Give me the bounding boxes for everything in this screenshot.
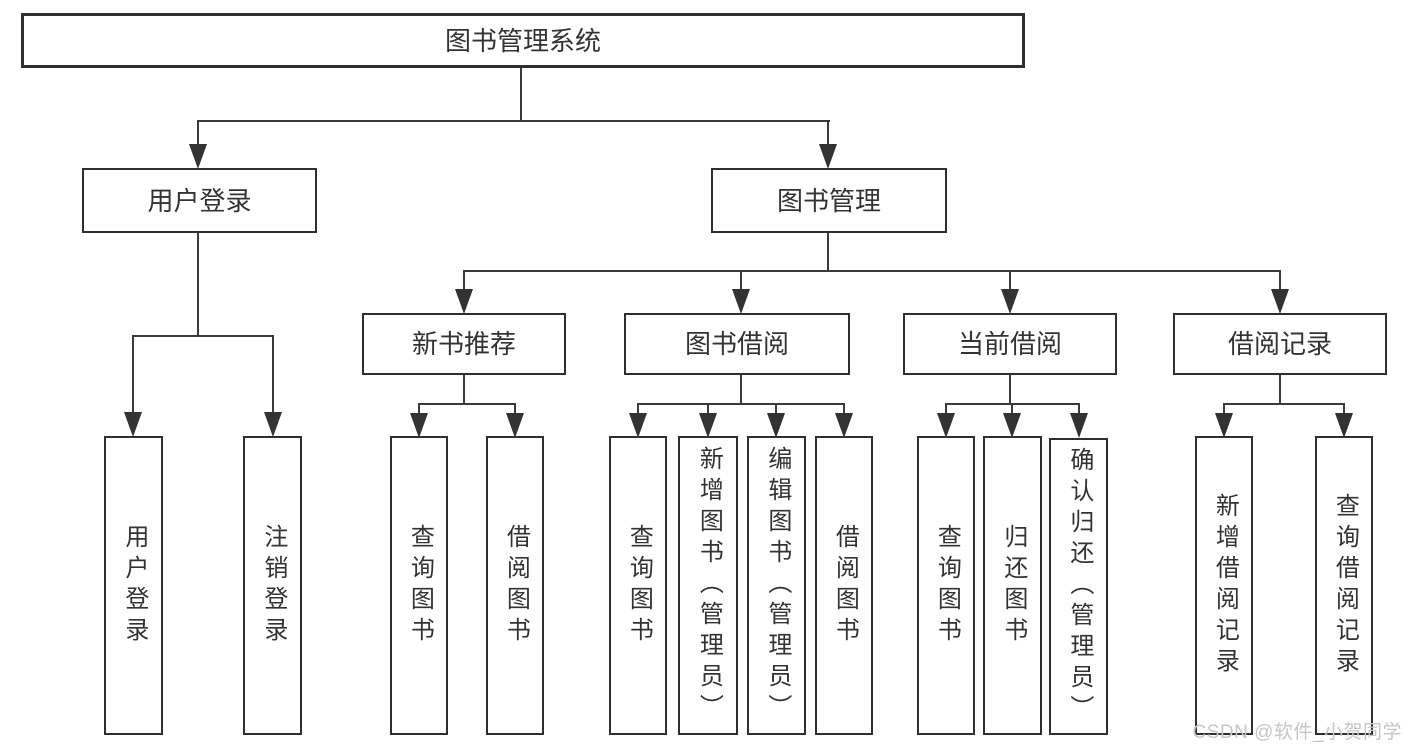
arrow-borrow-leaf-3-icon — [767, 403, 785, 438]
node-borrow-records: 借阅记录 — [1173, 313, 1387, 375]
arrow-recommend-leaf-2-icon — [506, 403, 524, 438]
leaf-return-books: 归还图书 — [983, 436, 1042, 735]
connector-login-rail — [132, 335, 274, 337]
leaf-query-books-current: 查询图书 — [917, 436, 975, 735]
leaf-edit-book-admin: 编辑图书（管理员） — [747, 436, 806, 735]
arrow-to-current-borrow-icon — [1001, 270, 1019, 314]
connector-mgmt-rail — [463, 270, 1281, 272]
arrow-to-book-management-icon — [819, 120, 837, 169]
leaf-add-book-admin: 新增图书（管理员） — [678, 436, 738, 735]
leaf-query-borrow-record: 查询借阅记录 — [1315, 436, 1373, 735]
connector-root-stem — [520, 68, 522, 120]
arrow-to-borrow-records-icon — [1271, 270, 1289, 314]
arrow-to-logout-icon — [264, 335, 282, 437]
connector-recommend-stem — [463, 375, 465, 405]
arrow-recommend-leaf-1-icon — [410, 403, 428, 438]
leaf-borrow-books: 借阅图书 — [815, 436, 873, 735]
connector-records-rail — [1223, 403, 1345, 405]
arrow-borrow-leaf-4-icon — [835, 403, 853, 438]
connector-records-stem — [1279, 375, 1281, 405]
arrow-current-leaf-1-icon — [937, 403, 955, 438]
connector-borrow-rail — [637, 403, 845, 405]
arrow-to-book-borrow-icon — [732, 270, 750, 314]
leaf-user-login: 用户登录 — [104, 436, 163, 735]
arrow-records-leaf-2-icon — [1335, 403, 1353, 438]
connector-borrow-stem — [740, 375, 742, 405]
connector-root-rail — [197, 120, 830, 122]
leaf-add-borrow-record: 新增借阅记录 — [1195, 436, 1253, 735]
connector-recommend-rail — [418, 403, 516, 405]
arrow-to-user-login-branch-icon — [189, 120, 207, 169]
node-root-library-system: 图书管理系统 — [21, 13, 1025, 68]
arrow-borrow-leaf-2-icon — [699, 403, 717, 438]
node-current-borrow: 当前借阅 — [903, 313, 1117, 375]
arrow-to-user-login-icon — [124, 335, 142, 437]
node-book-management-branch: 图书管理 — [711, 168, 947, 233]
leaf-query-books-borrow: 查询图书 — [609, 436, 667, 735]
arrow-to-new-book-recommend-icon — [455, 270, 473, 314]
leaf-confirm-return-admin: 确认归还（管理员） — [1049, 438, 1108, 735]
arrow-current-leaf-2-icon — [1003, 403, 1021, 438]
connector-login-stem — [197, 233, 199, 335]
connector-mgmt-stem — [827, 233, 829, 271]
arrow-current-leaf-3-icon — [1070, 403, 1088, 438]
node-user-login-branch: 用户登录 — [82, 168, 317, 233]
leaf-borrow-books-recommend: 借阅图书 — [486, 436, 544, 735]
leaf-query-books-recommend: 查询图书 — [390, 436, 448, 735]
node-book-borrow: 图书借阅 — [624, 313, 850, 375]
connector-current-stem — [1009, 375, 1011, 405]
arrow-records-leaf-1-icon — [1215, 403, 1233, 438]
node-new-book-recommend: 新书推荐 — [362, 313, 566, 375]
csdn-watermark: CSDN @软件_小贺同学 — [1192, 722, 1402, 743]
arrow-borrow-leaf-1-icon — [629, 403, 647, 438]
leaf-logout: 注销登录 — [243, 436, 302, 735]
